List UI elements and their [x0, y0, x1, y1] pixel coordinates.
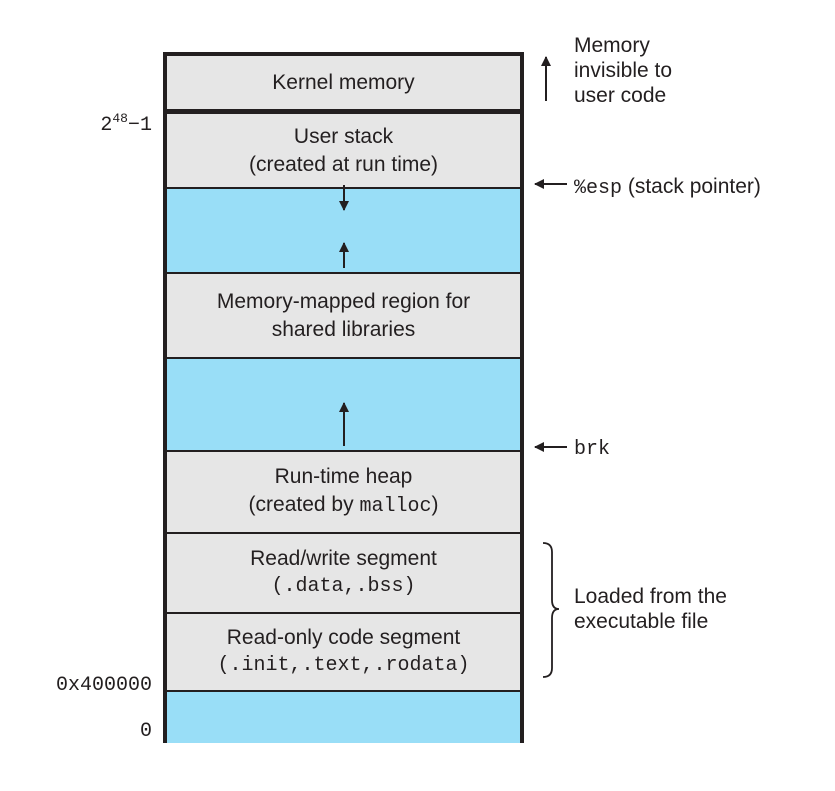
- segment-sublabel: shared libraries: [271, 317, 416, 341]
- address-base: 2: [100, 114, 113, 137]
- segment-sections-code: (.init,.text,.rodata): [217, 654, 470, 677]
- note-line: invisible to: [574, 59, 673, 82]
- divider: [167, 532, 520, 534]
- sublabel-text: (created by: [248, 493, 360, 516]
- segment-label: Memory-mapped region for: [216, 289, 471, 313]
- brk-pointer: brk: [574, 438, 611, 461]
- kernel-user-boundary: [167, 109, 520, 114]
- segment-sublabel: (created by malloc): [249, 491, 439, 521]
- segment-heap-growth-gap: [167, 359, 520, 450]
- segment-run-time-heap: Run-time heap (created by malloc): [167, 452, 520, 532]
- segment-label: Read/write segment: [250, 547, 437, 570]
- segment-label: Read-only code segment: [226, 626, 461, 649]
- address-exponent: 48: [112, 111, 128, 126]
- segment-sublabel: (created at run time): [248, 152, 439, 176]
- segment-shared-libraries: Memory-mapped region for shared librarie…: [167, 274, 520, 357]
- segment-label: Run-time heap: [274, 465, 413, 488]
- segment-read-only-code: Read-only code segment (.init,.text,.rod…: [167, 614, 520, 690]
- address-code-start: 0x400000: [55, 674, 152, 697]
- brk-label: brk: [574, 435, 610, 462]
- address-space-box: Kernel memory User stack (created at run…: [163, 52, 524, 743]
- address-suffix: −1: [127, 114, 152, 137]
- note-line: Loaded from the: [574, 585, 727, 608]
- sublabel-text: ): [431, 493, 439, 516]
- note-line: user code: [574, 84, 667, 107]
- note-line: executable file: [574, 610, 709, 633]
- segment-user-stack: User stack (created at run time): [167, 114, 520, 187]
- esp-description: (stack pointer): [627, 175, 761, 198]
- segment-sections-code: (.data,.bss): [271, 575, 416, 598]
- curly-brace-icon: [542, 542, 560, 678]
- divider: [167, 690, 520, 692]
- segment-stack-growth-gap: [167, 189, 520, 272]
- segment-read-write: Read/write segment (.data,.bss): [167, 534, 520, 612]
- segment-unused-low-memory: [167, 692, 520, 743]
- segment-label: Kernel memory: [272, 70, 415, 94]
- divider: [167, 272, 520, 274]
- malloc-code: malloc: [359, 495, 432, 518]
- segment-kernel-memory: Kernel memory: [167, 56, 520, 109]
- segment-label: User stack: [293, 124, 394, 148]
- divider: [167, 450, 520, 452]
- address-zero: 0: [139, 720, 152, 743]
- divider: [167, 357, 520, 359]
- kernel-invisible-note: Memory invisible to user code: [574, 33, 672, 108]
- esp-register: %esp: [574, 177, 623, 200]
- loaded-from-executable-note: Loaded from the executable file: [574, 584, 727, 634]
- address-top-of-user-space: 248−1: [100, 111, 152, 138]
- divider: [167, 612, 520, 614]
- note-line: Memory: [574, 34, 650, 57]
- esp-label: %esp (stack pointer): [574, 174, 761, 201]
